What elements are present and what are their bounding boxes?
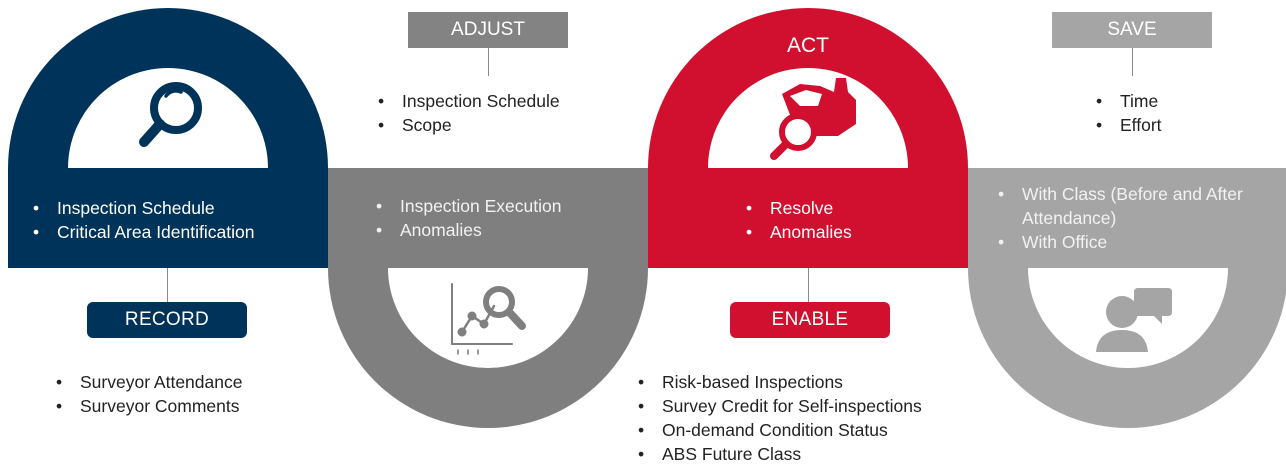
act-title: ACT <box>787 34 829 57</box>
record-badge: RECORD <box>87 302 247 338</box>
act-items: Resolve Anomalies <box>744 196 852 244</box>
list-item: Resolve <box>744 196 852 220</box>
record-items: Inspection Execution Anomalies <box>374 194 562 242</box>
list-item: With Office <box>996 230 1262 254</box>
save-badge: SAVE <box>1052 12 1212 48</box>
survey-planning-sub-items: Surveyor Attendance Surveyor Comments <box>54 370 242 418</box>
vehicle-magnifier-icon <box>770 78 856 160</box>
list-item: Inspection Schedule <box>31 196 254 220</box>
save-badge-connector <box>1132 48 1133 76</box>
list-item: Risk-based Inspections <box>636 370 922 394</box>
person-speech-icon <box>1096 288 1172 352</box>
list-item: Critical Area Identification <box>31 220 254 244</box>
list-item: Inspection Execution <box>374 194 562 218</box>
list-item: Surveyor Attendance <box>54 370 242 394</box>
enable-badge-connector <box>808 268 809 302</box>
list-item: On-demand Condition Status <box>636 418 922 442</box>
list-item: Effort <box>1094 113 1162 137</box>
list-item: Inspection Schedule <box>376 89 560 113</box>
adjust-items: Inspection Schedule Scope <box>376 89 560 137</box>
list-item: Time <box>1094 89 1162 113</box>
chart-magnifier-icon <box>451 283 526 355</box>
communicate-items: With Class (Before and After Attendance)… <box>996 182 1262 254</box>
enable-sub-items: Risk-based Inspections Survey Credit for… <box>636 370 922 466</box>
adjust-badge-connector <box>488 48 489 76</box>
survey-planning-items: Inspection Schedule Critical Area Identi… <box>31 196 254 244</box>
save-items: Time Effort <box>1094 89 1162 137</box>
record-title: RECORD <box>447 437 557 471</box>
list-item: ABS Future Class <box>636 442 922 466</box>
list-item: Surveyor Comments <box>54 394 242 418</box>
record-badge-connector <box>167 268 168 302</box>
list-item: Anomalies <box>744 220 852 244</box>
enable-badge: ENABLE <box>730 302 890 338</box>
list-item: Survey Credit for Self-inspections <box>636 394 922 418</box>
list-item: Scope <box>376 113 560 137</box>
magnifier-icon <box>139 82 202 147</box>
list-item: Anomalies <box>374 218 562 242</box>
list-item: With Class (Before and After Attendance) <box>996 182 1262 230</box>
adjust-badge: ADJUST <box>408 12 568 48</box>
